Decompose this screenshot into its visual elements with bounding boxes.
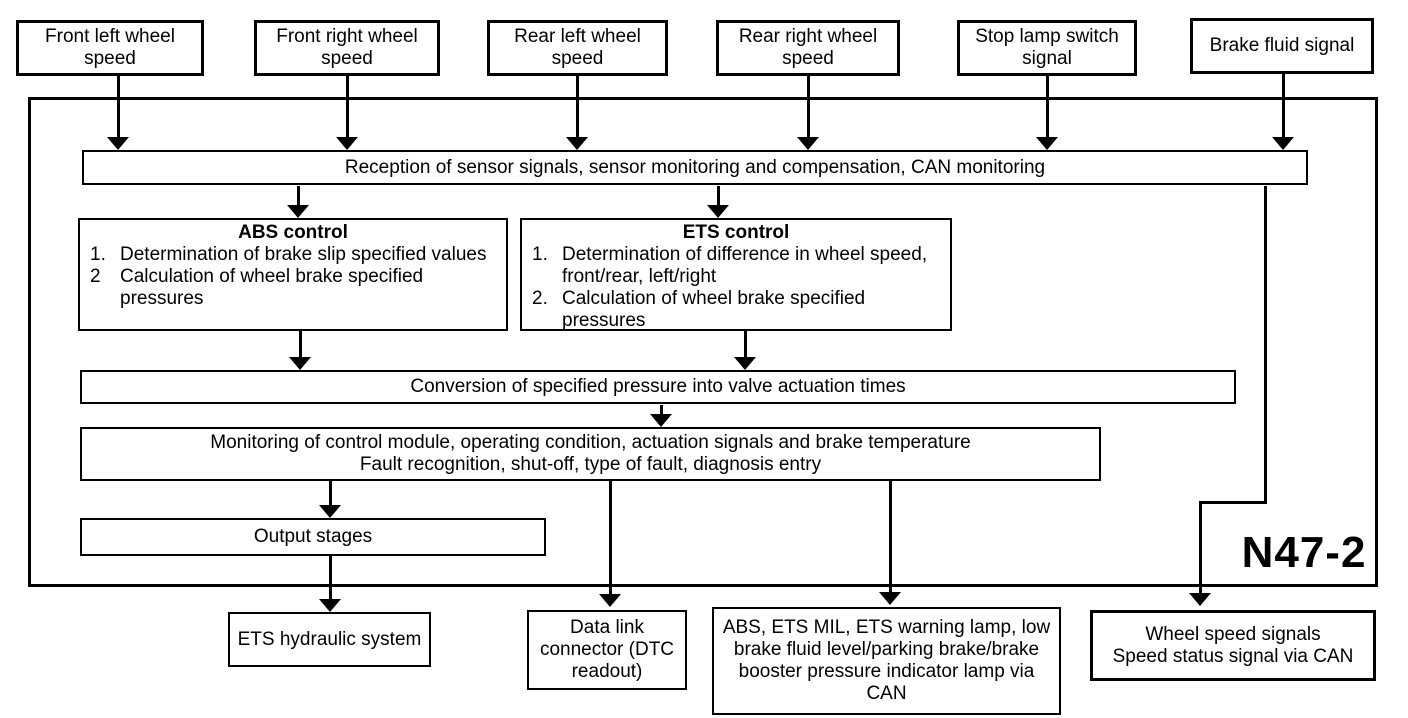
list-text: Determination of difference in wheel spe… — [562, 244, 928, 288]
ets-control-title: ETS control — [682, 222, 790, 243]
arrow-down-icon — [650, 414, 672, 427]
input-box-rear-left-wheel-speed: Rear left wheel speed — [487, 20, 668, 76]
connector-line — [1199, 501, 1267, 504]
list-text: Calculation of wheel brake specified pre… — [120, 266, 424, 310]
arrow-down-icon — [289, 357, 311, 370]
abs-control-item: 1. Determination of brake slip specified… — [86, 244, 500, 266]
connector-line — [299, 331, 302, 358]
connector-line — [576, 75, 579, 138]
reception-bar: Reception of sensor signals, sensor moni… — [82, 150, 1308, 185]
input-box-stop-lamp-switch-signal: Stop lamp switch signal — [957, 20, 1137, 76]
output-box-ets-hydraulic-system: ETS hydraulic system — [228, 612, 431, 667]
connector-line — [889, 481, 892, 593]
conversion-bar: Conversion of specified pressure into va… — [80, 370, 1236, 404]
connector-line — [807, 75, 810, 138]
output-box-wheel-speed-signals: Wheel speed signals Speed status signal … — [1090, 610, 1376, 681]
connector-line — [744, 331, 747, 358]
control-module-outline — [28, 97, 1378, 587]
arrow-down-icon — [1272, 137, 1294, 150]
connector-line — [1282, 73, 1285, 138]
connector-line — [117, 75, 120, 138]
arrow-down-icon — [734, 357, 756, 370]
ets-control-box: ETS control 1. Determination of differen… — [520, 218, 952, 331]
arrow-down-icon — [287, 205, 309, 218]
list-number: 1. — [90, 244, 106, 266]
connector-line — [297, 186, 300, 206]
list-number: 2 — [90, 266, 101, 288]
ets-control-item: 1. Determination of difference in wheel … — [528, 244, 944, 288]
ets-control-item: 2. Calculation of wheel brake specified … — [528, 288, 944, 332]
arrow-down-icon — [879, 592, 901, 605]
abs-control-title: ABS control — [238, 222, 348, 243]
arrow-down-icon — [797, 137, 819, 150]
connector-line — [609, 481, 612, 595]
input-box-front-left-wheel-speed: Front left wheel speed — [16, 20, 204, 76]
list-number: 2. — [532, 288, 548, 310]
list-text: Calculation of wheel brake specified pre… — [562, 288, 866, 332]
arrow-down-icon — [107, 137, 129, 150]
abs-control-item: 2 Calculation of wheel brake specified p… — [86, 266, 500, 310]
module-id-label: N47-2 — [1241, 528, 1367, 577]
input-box-front-right-wheel-speed: Front right wheel speed — [254, 20, 440, 76]
arrow-down-icon — [1189, 593, 1211, 606]
input-box-brake-fluid-signal: Brake fluid signal — [1190, 18, 1374, 74]
monitoring-line-1: Monitoring of control module, operating … — [210, 432, 971, 453]
connector-line — [346, 75, 349, 138]
arrow-down-icon — [707, 205, 729, 218]
arrow-down-icon — [336, 137, 358, 150]
connector-line — [329, 556, 332, 600]
connector-line — [717, 186, 720, 206]
monitoring-box: Monitoring of control module, operating … — [80, 427, 1101, 481]
output-box-data-link-connector: Data link connector (DTC readout) — [527, 610, 687, 690]
arrow-down-icon — [1036, 137, 1058, 150]
output-box-warning-lamps-via-can: ABS, ETS MIL, ETS warning lamp, low brak… — [712, 607, 1061, 715]
connector-line — [1199, 501, 1202, 594]
abs-control-box: ABS control 1. Determination of brake sl… — [78, 218, 508, 331]
output-stages-box: Output stages — [80, 518, 546, 556]
connector-line — [1046, 73, 1049, 138]
input-box-rear-right-wheel-speed: Rear right wheel speed — [716, 20, 900, 76]
arrow-down-icon — [319, 505, 341, 518]
list-text: Determination of brake slip specified va… — [120, 244, 487, 266]
list-number: 1. — [532, 244, 548, 266]
arrow-down-icon — [566, 137, 588, 150]
connector-line — [329, 481, 332, 506]
arrow-down-icon — [319, 599, 341, 612]
connector-line — [660, 405, 663, 415]
arrow-down-icon — [599, 594, 621, 607]
connector-line — [1264, 186, 1267, 503]
monitoring-line-2: Fault recognition, shut-off, type of fau… — [359, 454, 822, 475]
